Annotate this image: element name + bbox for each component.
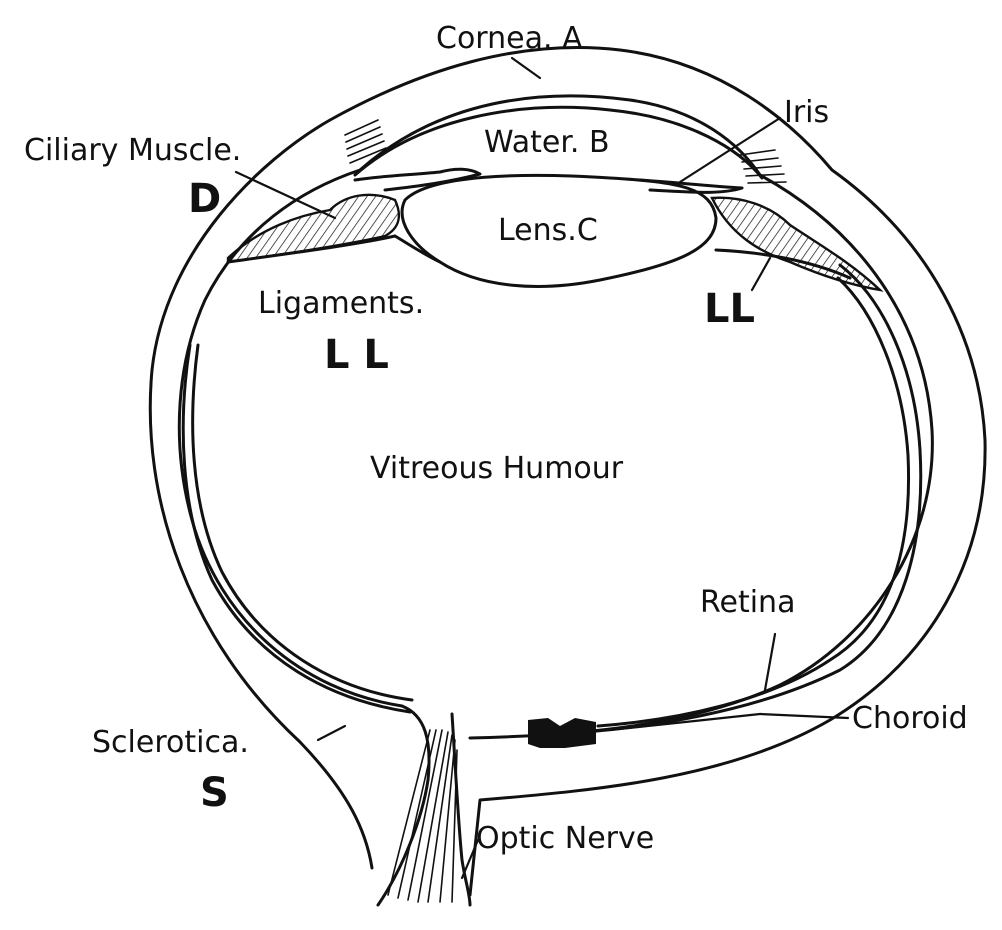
sclera-inner-line [179, 96, 932, 738]
label-water: Water. B [484, 125, 610, 160]
label-cornea: Cornea. A [436, 21, 583, 56]
label-sclerotica-letter: S [200, 770, 229, 816]
label-ligaments-letters-right: LL [704, 286, 755, 332]
ciliary-muscle-right [712, 198, 880, 290]
label-iris: Iris [784, 95, 829, 130]
label-lens: Lens.C [498, 213, 598, 248]
label-ligaments-letters-left: L L [324, 332, 389, 378]
optic-nerve-fibres [388, 730, 457, 902]
ciliary-muscle-left [228, 195, 399, 262]
retina-line [193, 278, 909, 726]
label-choroid: Choroid [852, 701, 968, 736]
label-retina: Retina [700, 585, 795, 620]
label-sclerotica: Sclerotica. [92, 725, 249, 760]
label-ciliary-letter: D [188, 176, 221, 222]
label-optic-nerve: Optic Nerve [476, 821, 654, 856]
label-ligaments: Ligaments. [258, 286, 424, 321]
optic-nerve-sheath [378, 706, 470, 905]
yellow-spot-patch [528, 718, 596, 748]
label-vitreous-humour: Vitreous Humour [370, 451, 624, 486]
label-ciliary-muscle: Ciliary Muscle. [24, 133, 241, 168]
